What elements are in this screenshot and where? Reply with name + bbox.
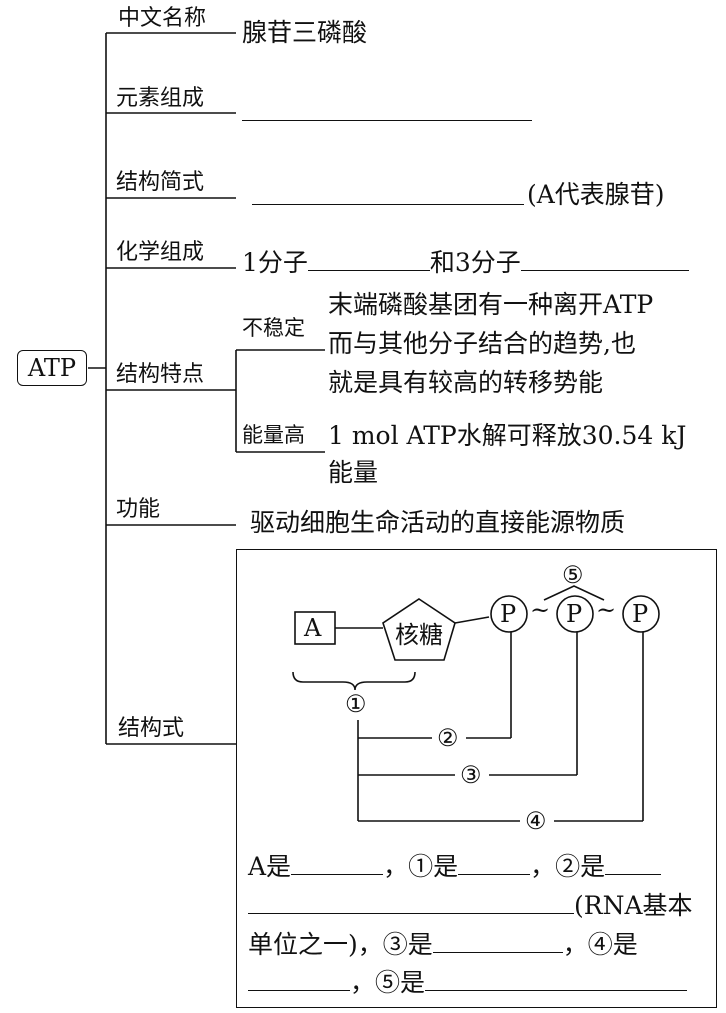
question-marker-5: ，⑤是 bbox=[350, 968, 426, 997]
formula-answer-blank bbox=[252, 184, 524, 208]
feature-high-energy-line-2: 能量 bbox=[328, 458, 379, 487]
question-line-4: ，⑤是 bbox=[248, 968, 688, 997]
composition-line: 1分子 和3分子 bbox=[242, 250, 689, 275]
blank-marker-4 bbox=[248, 970, 350, 991]
question-marker-4: ，④是 bbox=[562, 930, 638, 959]
feature-label-unstable: 不稳定 bbox=[242, 316, 305, 340]
feature-high-energy-line-1: 1 mol ATP水解可释放30.54 kJ bbox=[328, 421, 687, 450]
phosphate-label-3: P bbox=[632, 600, 649, 628]
feature-label-high-energy: 能量高 bbox=[242, 423, 305, 447]
composition-part1: 1分子 bbox=[242, 248, 308, 277]
phosphate-circle-3 bbox=[622, 595, 660, 633]
feature-unstable-line-1: 末端磷酸基团有一种离开ATP bbox=[328, 290, 654, 319]
branch-label-elements: 元素组成 bbox=[116, 86, 205, 111]
high-energy-bond-2: ~ bbox=[596, 596, 617, 624]
phosphate-circle-2 bbox=[556, 595, 594, 633]
marker-3: ③ bbox=[460, 761, 482, 789]
phosphate-label-1: P bbox=[500, 600, 517, 628]
adenine-label: A bbox=[304, 614, 322, 642]
question-adenine: A是 bbox=[248, 852, 292, 881]
function-value: 驱动细胞生命活动的直接能源物质 bbox=[250, 508, 626, 537]
chinese-name-value: 腺苷三磷酸 bbox=[242, 18, 368, 47]
ribose-phosphate-bond bbox=[454, 616, 490, 624]
question-line-3: 单位之一)，③是 ，④是 bbox=[248, 932, 638, 957]
phosphate-circle-1 bbox=[490, 595, 528, 633]
bond-5-arch bbox=[543, 585, 605, 601]
ribose-label: 核糖 bbox=[395, 621, 443, 649]
blank-adenine bbox=[291, 854, 384, 875]
structural-formula-frame bbox=[236, 549, 717, 1008]
composition-blank-2 bbox=[520, 250, 689, 271]
question-marker-3: 单位之一)，③是 bbox=[248, 930, 433, 959]
formula-note: (A代表腺苷) bbox=[527, 180, 665, 209]
composition-blank-1 bbox=[307, 250, 430, 271]
feature-unstable-line-3: 就是具有较高的转移势能 bbox=[328, 368, 604, 397]
question-marker-1: ，①是 bbox=[383, 852, 459, 881]
ribose-pentagon bbox=[382, 598, 456, 661]
phosphate-label-2: P bbox=[566, 600, 583, 628]
question-rna-note: (RNA基本 bbox=[574, 891, 693, 920]
blank-marker-2-end bbox=[248, 893, 574, 914]
adenosine-brace bbox=[292, 671, 416, 691]
branch-label-formula: 结构简式 bbox=[116, 170, 205, 195]
branch-label-features: 结构特点 bbox=[116, 362, 205, 387]
blank-marker-5 bbox=[425, 970, 688, 991]
feature-unstable-line-2: 而与其他分子结合的趋势,也 bbox=[328, 329, 636, 358]
elements-answer-blank bbox=[242, 100, 532, 124]
marker-5: ⑤ bbox=[562, 561, 584, 589]
high-energy-bond-1: ~ bbox=[530, 596, 551, 624]
composition-part2: 和3分子 bbox=[429, 248, 521, 277]
branch-label-name: 中文名称 bbox=[118, 6, 207, 31]
question-line-1: A是 ，①是 ，②是 bbox=[248, 852, 662, 881]
branch-label-composition: 化学组成 bbox=[116, 240, 205, 265]
question-marker-2: ，②是 bbox=[530, 852, 606, 881]
blank-marker-2-start bbox=[605, 854, 662, 875]
branch-label-structure: 结构式 bbox=[118, 716, 185, 741]
marker-2: ② bbox=[437, 724, 459, 752]
blank-marker-1 bbox=[458, 854, 531, 875]
marker-1: ① bbox=[345, 690, 367, 718]
marker-4: ④ bbox=[525, 807, 547, 835]
atp-root-box: ATP bbox=[17, 350, 87, 386]
blank-marker-3 bbox=[432, 932, 563, 953]
branch-label-function: 功能 bbox=[116, 497, 161, 522]
question-line-2: (RNA基本 bbox=[248, 893, 693, 918]
